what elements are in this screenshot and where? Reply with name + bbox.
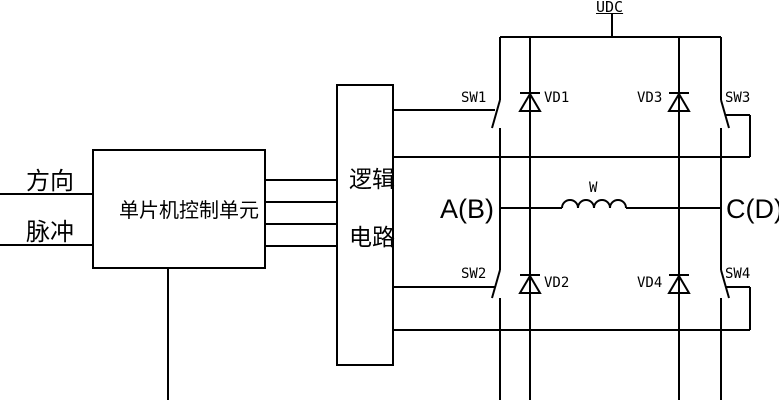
vd1-symbol bbox=[518, 92, 542, 112]
logic-label-line2: 电路 bbox=[349, 225, 395, 251]
vd4-label: VD4 bbox=[637, 275, 663, 291]
logic-label-line1: 逻辑 bbox=[349, 167, 395, 193]
vd4-symbol bbox=[667, 274, 691, 294]
vd3-symbol bbox=[667, 92, 691, 112]
winding-coil bbox=[561, 199, 627, 209]
direction-label: 方向 bbox=[26, 167, 74, 195]
pulse-label: 脉冲 bbox=[26, 218, 74, 246]
sw2-blade bbox=[491, 269, 501, 299]
vd2-label: VD2 bbox=[544, 275, 570, 291]
terminal-right-label: C(D) bbox=[726, 194, 779, 224]
sw1-blade bbox=[491, 99, 501, 129]
sw4-label: SW4 bbox=[725, 266, 751, 282]
vd1-label: VD1 bbox=[544, 90, 570, 106]
sw1-label: SW1 bbox=[461, 90, 487, 106]
terminal-left-label: A(B) bbox=[440, 194, 494, 224]
sw2-label: SW2 bbox=[461, 266, 487, 282]
sw4-blade bbox=[720, 269, 730, 299]
winding-label: W bbox=[589, 180, 598, 196]
sw3-label: SW3 bbox=[725, 90, 751, 106]
logic-box bbox=[336, 84, 394, 366]
mcu-box bbox=[92, 149, 266, 269]
vd2-symbol bbox=[518, 274, 542, 294]
sw3-blade bbox=[720, 99, 730, 129]
mcu-label: 单片机控制单元 bbox=[119, 198, 259, 222]
vd3-label: VD3 bbox=[637, 90, 663, 106]
udc-label: UDC bbox=[596, 0, 624, 16]
